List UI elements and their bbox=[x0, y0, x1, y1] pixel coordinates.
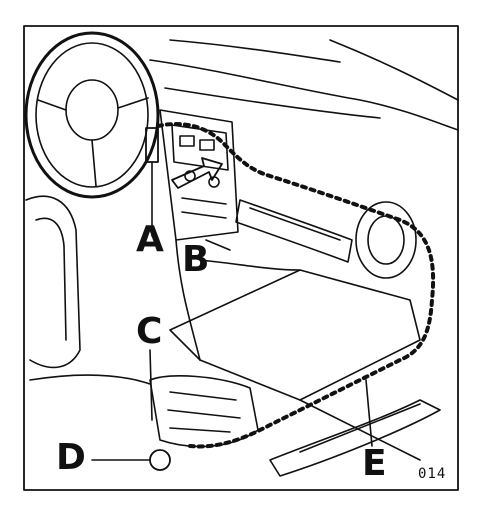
leader-e bbox=[365, 379, 373, 447]
driver-seat bbox=[25, 195, 151, 385]
callout-d: D bbox=[56, 437, 86, 478]
callout-b: B bbox=[182, 239, 210, 280]
wiring-harness-route bbox=[156, 122, 436, 449]
floor-outline bbox=[169, 269, 421, 401]
leader-c bbox=[149, 349, 153, 421]
figure-number: 014 bbox=[418, 466, 447, 482]
center-console bbox=[159, 109, 239, 361]
arrow-b bbox=[171, 157, 223, 189]
component-d bbox=[149, 449, 171, 471]
door-sill bbox=[269, 399, 441, 477]
leader-b bbox=[205, 239, 231, 251]
steering-wheel bbox=[24, 31, 160, 199]
callout-e: E bbox=[362, 443, 387, 484]
dashboard-top bbox=[149, 59, 459, 131]
glovebox bbox=[235, 199, 417, 279]
callout-c: C bbox=[136, 311, 163, 352]
figure-frame bbox=[23, 25, 459, 491]
callout-a: A bbox=[136, 219, 164, 260]
